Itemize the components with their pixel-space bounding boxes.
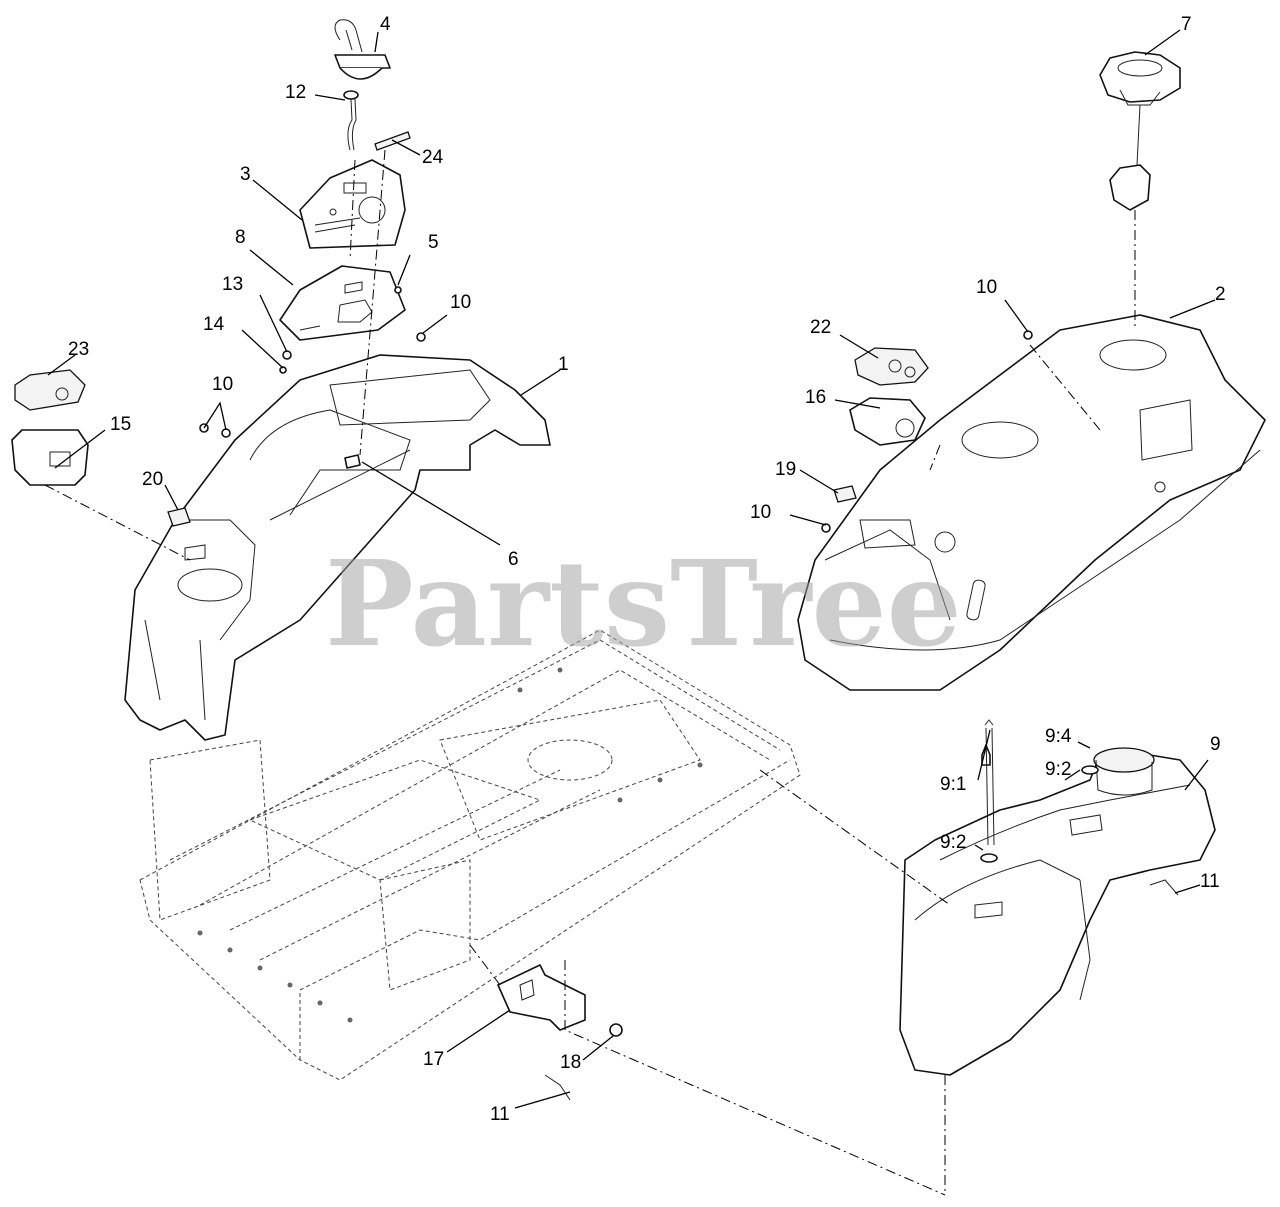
part-10-screw-e xyxy=(821,523,831,533)
callout-24: 24 xyxy=(422,147,444,168)
callout-10-c: 10 xyxy=(976,277,997,298)
part-1-left-fender xyxy=(124,354,551,741)
callout-9-2-upper: 9:2 xyxy=(1045,759,1071,780)
part-15-bezel-left xyxy=(11,429,89,486)
part-10-screw-c xyxy=(221,428,231,438)
callout-11-a: 11 xyxy=(490,1104,510,1125)
callout-10-b: 10 xyxy=(212,374,233,395)
part-10-screw-d xyxy=(1023,330,1033,340)
callout-3: 3 xyxy=(240,164,251,185)
callout-6: 6 xyxy=(508,549,519,570)
callout-23: 23 xyxy=(68,339,89,360)
callout-19: 19 xyxy=(775,459,796,480)
callout-9-4: 9:4 xyxy=(1045,726,1072,747)
callout-13: 13 xyxy=(222,274,243,295)
part-23-decal-left xyxy=(14,369,86,411)
assembly-guides xyxy=(44,149,1136,1196)
part-12-cable xyxy=(343,90,359,151)
part-7-fuel-cap xyxy=(1099,51,1181,211)
part-6-clip xyxy=(344,454,361,469)
callout-1: 1 xyxy=(558,354,569,375)
part-2-right-fender xyxy=(797,314,1266,691)
part-9-fuel-tank xyxy=(899,747,1216,1076)
callout-labels: 1 2 3 4 5 6 7 8 9 9:1 9:2 9:2 9:4 10 10 … xyxy=(68,14,1226,1125)
callout-22: 22 xyxy=(810,317,831,338)
part-11-clips xyxy=(544,879,1179,1101)
callout-9-1: 9:1 xyxy=(940,774,966,795)
callout-8: 8 xyxy=(235,227,246,248)
part-10-screw-a xyxy=(416,332,426,342)
callout-7: 7 xyxy=(1181,14,1192,35)
part-8-support-plate xyxy=(279,265,406,341)
callout-14: 14 xyxy=(203,314,225,335)
part-4-control-lever xyxy=(334,19,391,80)
part-18-bolt xyxy=(609,1023,623,1037)
leader-lines xyxy=(47,29,1216,1109)
callout-15: 15 xyxy=(110,414,131,435)
callout-9-2-lower: 9:2 xyxy=(940,832,966,853)
callout-16: 16 xyxy=(805,387,826,408)
part-5-screw xyxy=(394,286,402,294)
callout-11-b: 11 xyxy=(1200,871,1220,892)
part-22-decal-right xyxy=(854,347,929,386)
part-17-bracket xyxy=(497,964,586,1031)
part-9-2-washers xyxy=(980,765,1099,863)
part-16-bezel-right xyxy=(849,397,926,446)
part-19-switch xyxy=(833,485,857,503)
part-14-washer xyxy=(279,366,287,374)
callout-20: 20 xyxy=(142,469,163,490)
callout-4: 4 xyxy=(380,14,391,35)
chassis-frame xyxy=(139,629,801,1081)
callout-10-a: 10 xyxy=(450,292,471,313)
callout-5: 5 xyxy=(428,232,439,253)
part-20-switch xyxy=(167,507,191,527)
part-13-nut xyxy=(282,350,292,360)
callout-10-d: 10 xyxy=(750,502,771,523)
watermark-text: PartsTree xyxy=(325,534,962,673)
callout-9: 9 xyxy=(1210,734,1221,755)
callout-18: 18 xyxy=(560,1052,581,1073)
callout-17: 17 xyxy=(423,1049,444,1070)
callout-2: 2 xyxy=(1215,284,1226,305)
callout-12: 12 xyxy=(285,82,306,103)
